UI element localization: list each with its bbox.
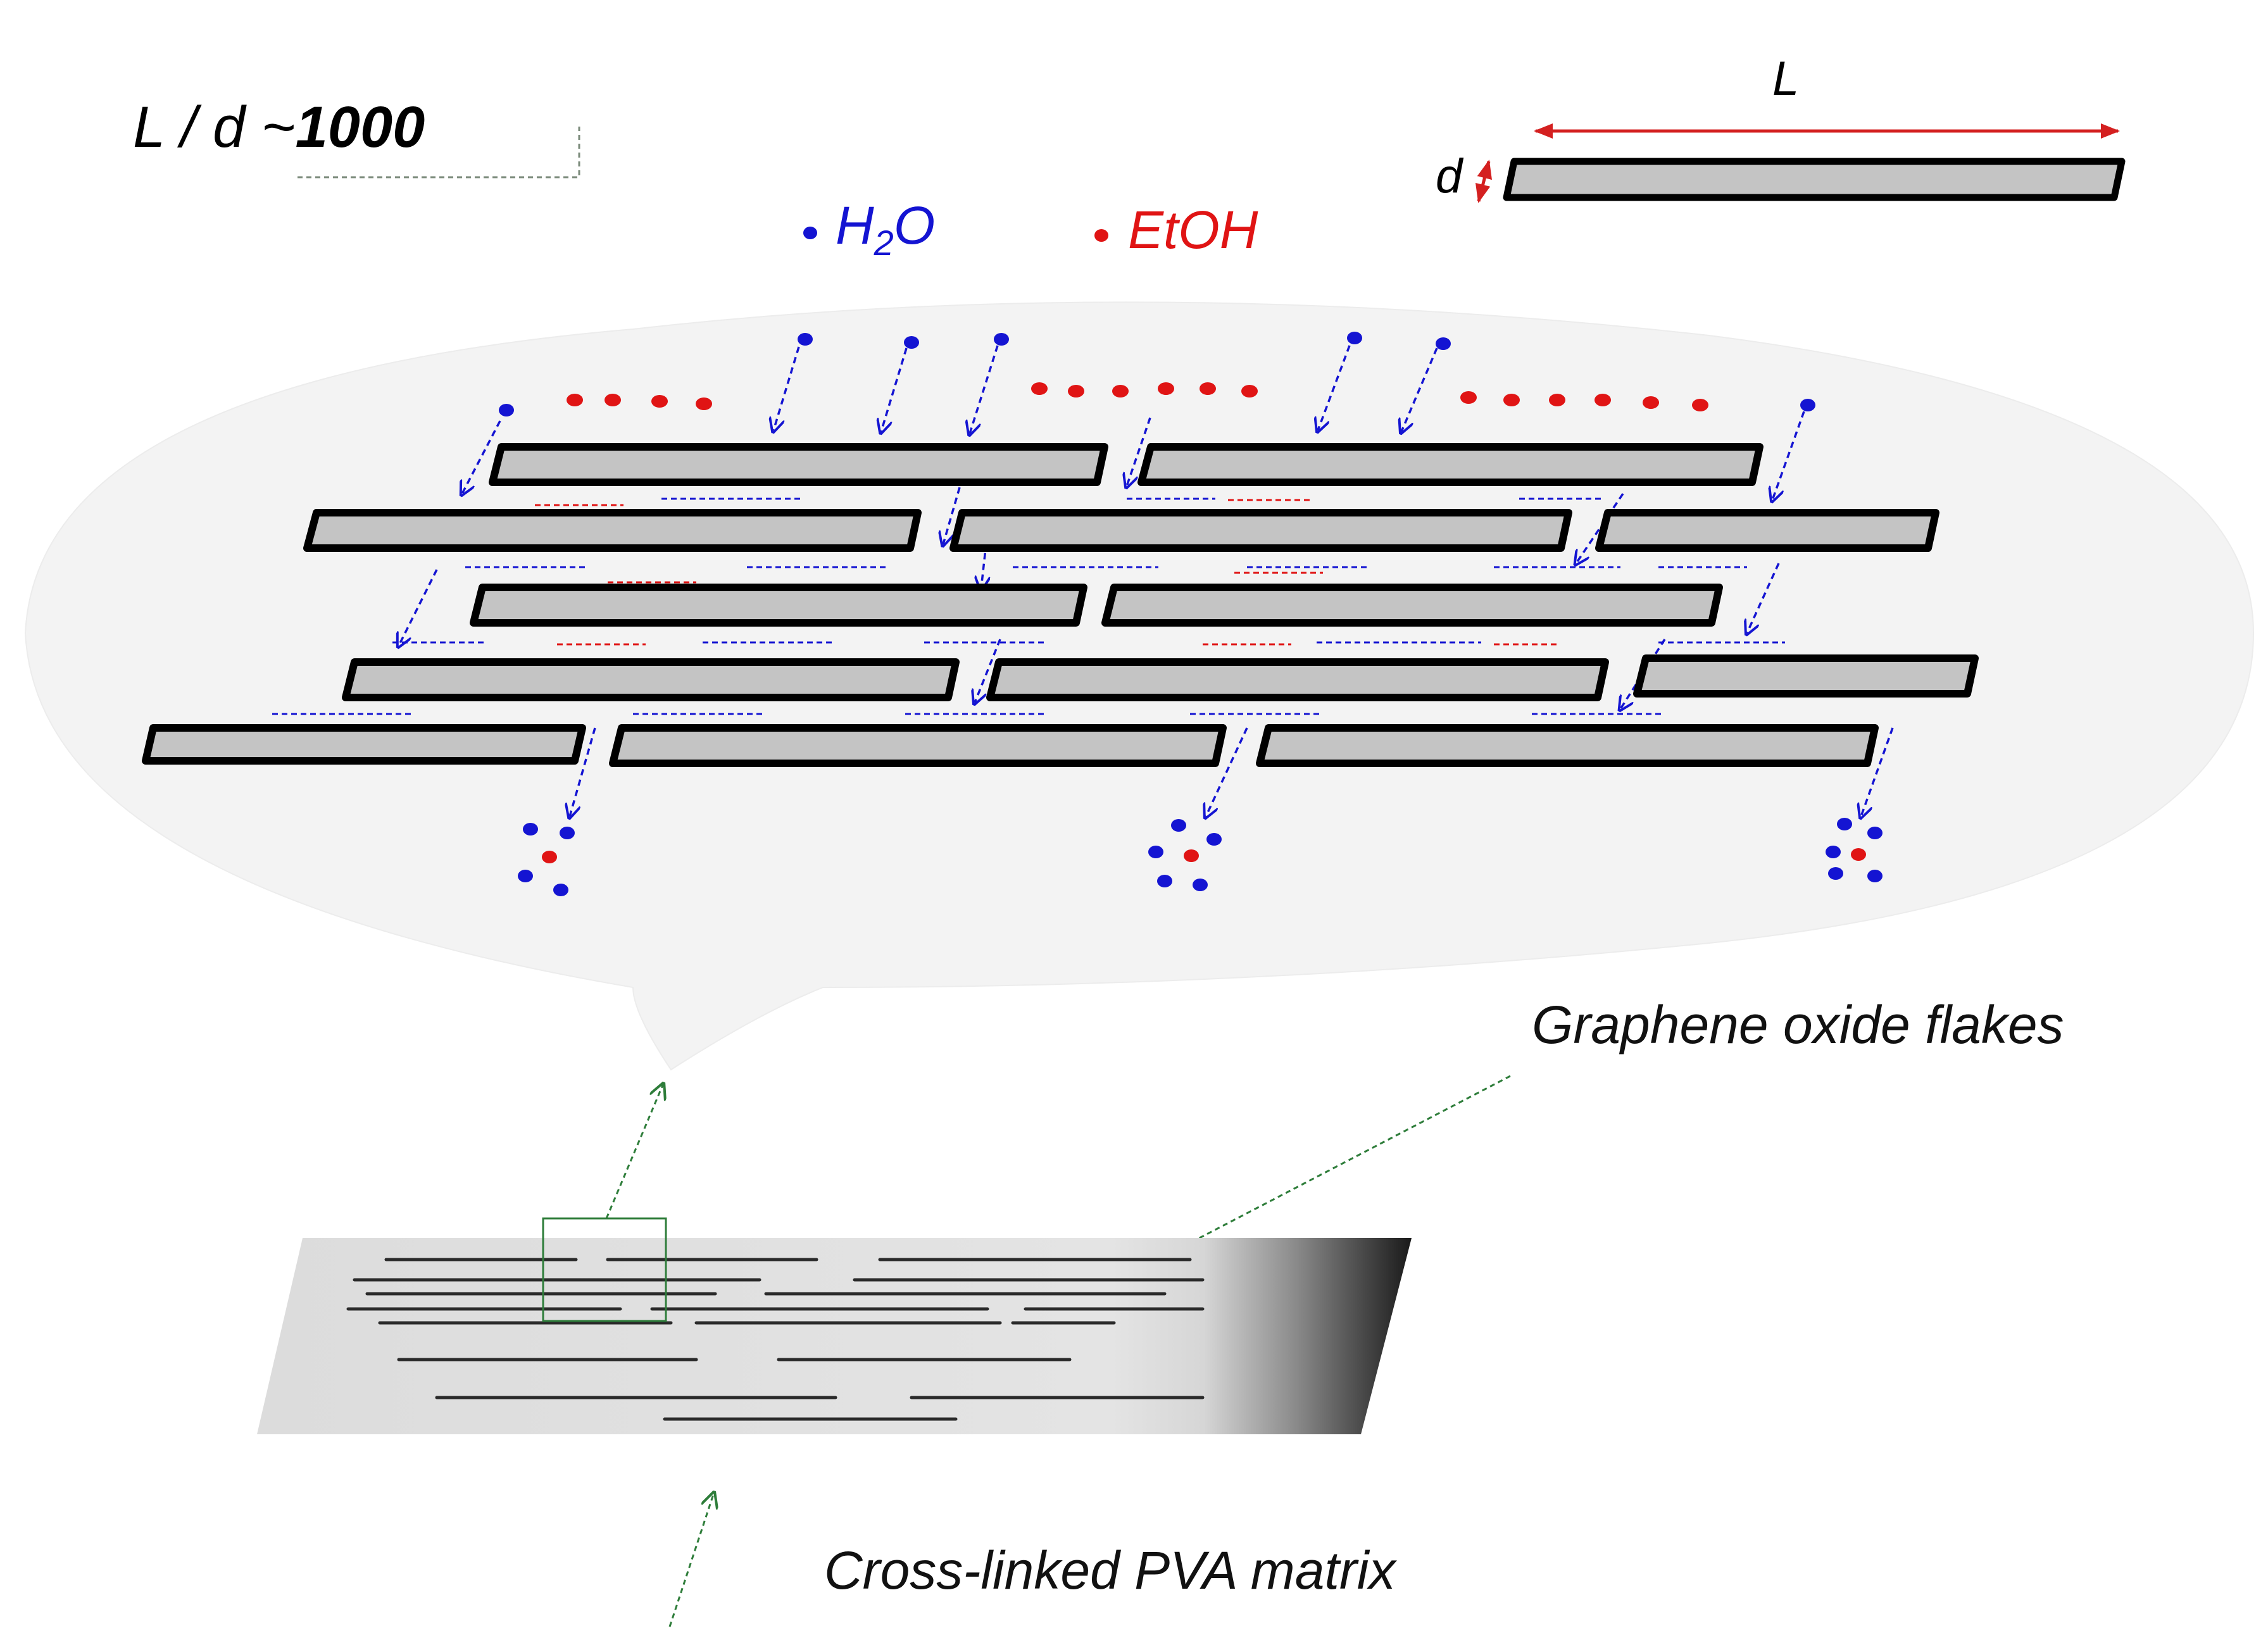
water-flow-arrows xyxy=(399,345,1894,817)
permeate-cluster-left xyxy=(518,823,575,896)
flake xyxy=(1633,654,1979,698)
flake xyxy=(949,509,1572,552)
flake xyxy=(1101,584,1723,627)
aspect-ratio-label: L / d ~1000 xyxy=(133,95,425,160)
flake xyxy=(342,658,960,701)
thickness-arrow xyxy=(1475,160,1492,203)
flake xyxy=(489,443,1108,486)
embedded-flake-lines xyxy=(346,1258,1205,1421)
flake xyxy=(1137,443,1764,486)
flake xyxy=(1595,509,1939,552)
ethanol-molecules-top xyxy=(567,382,1708,411)
zoom-selection-box xyxy=(542,1217,667,1322)
matrix-leader xyxy=(668,1492,714,1627)
flakes-label: Graphene oxide flakes xyxy=(1532,995,2064,1054)
permeate-cluster-middle xyxy=(1148,819,1222,891)
pva-matrix-slab xyxy=(257,1238,1412,1434)
matrix-label: Cross-linked PVA matrix xyxy=(824,1541,1397,1600)
legend: H2O EtOH xyxy=(803,196,1258,263)
flake xyxy=(303,509,922,552)
zoom-arrow xyxy=(605,1084,663,1219)
thickness-symbol: d xyxy=(1436,149,1464,203)
water-legend-dot xyxy=(803,227,817,239)
permeate-cluster-right xyxy=(1826,818,1883,882)
water-legend-label: H2O xyxy=(836,196,935,263)
length-symbol: L xyxy=(1772,52,1799,106)
flake xyxy=(1256,724,1879,767)
interlayer-red-dashes xyxy=(535,499,1557,646)
flake-stack xyxy=(142,443,1979,767)
water-molecules-top xyxy=(499,332,1815,416)
ethanol-legend-dot xyxy=(1094,229,1108,242)
flake xyxy=(142,724,586,765)
ethanol-legend-label: EtOH xyxy=(1128,200,1258,260)
single-flake xyxy=(1503,158,2126,201)
interlayer-blue-dashes xyxy=(272,497,1785,715)
flake xyxy=(609,724,1227,767)
flake xyxy=(986,658,1609,701)
flake xyxy=(470,584,1087,627)
dimension-example: L d xyxy=(1436,52,2126,203)
